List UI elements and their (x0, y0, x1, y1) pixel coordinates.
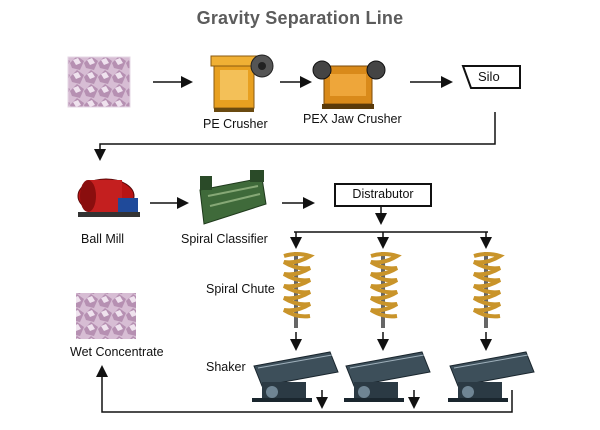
silo-shape (461, 65, 521, 89)
label-shaker: Shaker (206, 360, 246, 374)
label-pe-crusher: PE Crusher (203, 117, 268, 131)
spiral-chute-3-image (472, 252, 505, 328)
shaker-table-1-image (252, 351, 339, 402)
label-ball-mill: Ball Mill (81, 232, 125, 246)
spiral-chute-1-image (282, 252, 315, 328)
label-spiral-chute: Spiral Chute (206, 282, 275, 296)
label-pex-jaw-crusher: PEX Jaw Crusher (303, 112, 402, 126)
spiral-classifier-image (199, 170, 267, 225)
spiral-chute-2-image (369, 252, 402, 328)
label-silo: Silo (478, 69, 500, 84)
label-wet-concentrate: Wet Concentrate (70, 345, 164, 359)
distributor-box: Distrabutor (334, 183, 432, 207)
raw-ore-image (67, 56, 131, 108)
shaker-table-3-image (448, 351, 535, 402)
pe-crusher-image (210, 54, 274, 112)
pex-jaw-crusher-image (312, 60, 386, 109)
shaker-table-2-image (344, 351, 431, 402)
ball-mill-image (77, 178, 140, 217)
label-spiral-classifier: Spiral Classifier (181, 232, 268, 246)
wet-concentrate-image (76, 293, 136, 339)
diagram-title: Gravity Separation Line (196, 8, 404, 28)
